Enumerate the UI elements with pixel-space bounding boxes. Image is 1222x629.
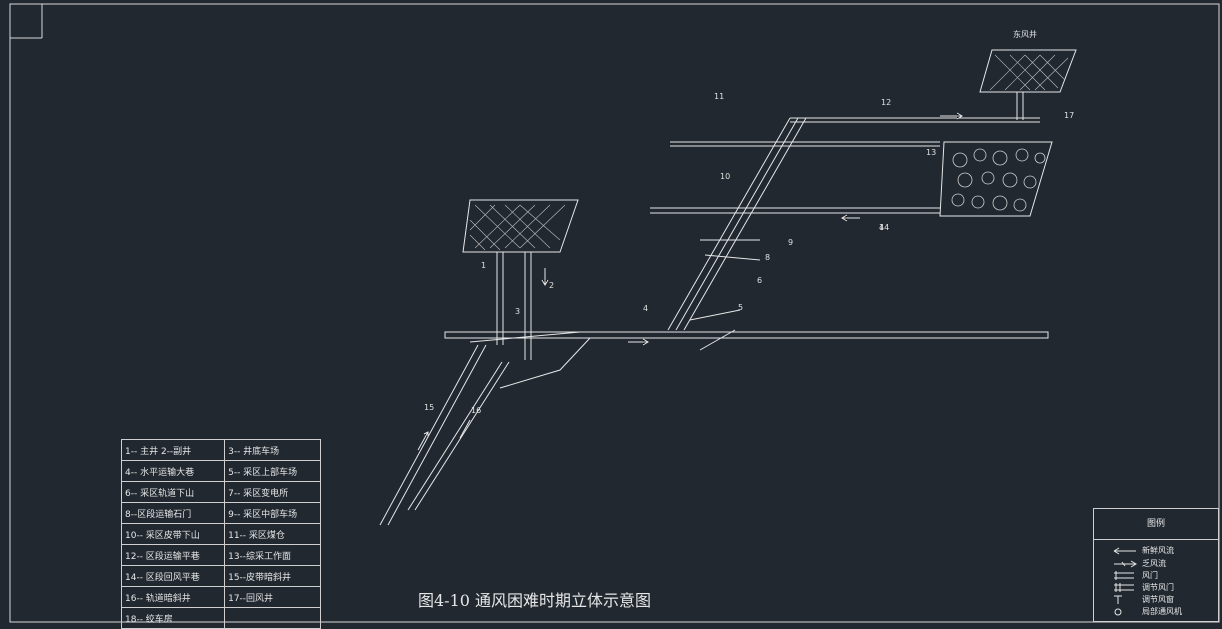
east-shaft-label: 东风井 [1013,30,1037,39]
shaft-bottom-connections [469,331,591,389]
key-row-local-fan: 局部通风机 [1094,606,1218,617]
surface-plate-main [462,199,579,253]
belt-incline [379,344,487,526]
label-17: 17 [1064,111,1075,120]
label-4b: 4 [879,223,885,232]
track-incline [407,361,510,511]
key-row-regulating-window: 调节风窗 [1094,594,1218,605]
legend-row: 18-- 绞车房 [120,607,321,629]
drawing-border [9,3,1220,623]
key-row-regulating-door: 调节风门 [1094,582,1218,593]
legend-cell: 7-- 采区变电所 [224,481,321,503]
middle-roadway [650,207,940,214]
key-row-return-air: 乏风流 [1094,558,1218,569]
legend-cell: 15--皮带暗斜井 [224,565,321,587]
surface-plate-east [979,49,1077,93]
upper-roadway [670,141,940,147]
legend-cell: 8--区段运输石门 [120,502,226,524]
legend-cell: 11-- 采区煤仓 [224,523,321,545]
label-3: 3 [515,307,521,316]
label-11: 11 [714,92,725,101]
fresh-air-arrow-icon [1113,547,1136,555]
legend-cell: 6-- 采区轨道下山 [120,481,226,503]
regulating-door-icon [1114,583,1134,592]
legend-cell: 10-- 采区皮带下山 [120,523,226,545]
label-6: 6 [757,276,763,285]
legend-cell: 14-- 区段回风平巷 [120,565,226,587]
longwall-face [939,141,1053,217]
label-10: 10 [720,172,731,181]
legend-cell: 12-- 区段运输平巷 [120,544,226,566]
flow-arrows [417,112,963,451]
legend-cell [224,607,321,629]
legend-cell: 1-- 主井 2--副井 [120,439,226,461]
label-13: 13 [926,148,937,157]
main-shaft [496,252,504,345]
label-14: 14 [879,223,890,232]
label-12: 12 [881,98,892,107]
label-1: 1 [481,261,487,270]
legend-cell: 4-- 水平运输大巷 [120,460,226,482]
air-door-icon [1114,571,1134,580]
legend-cell: 5-- 采区上部车场 [224,460,321,482]
branch-drifts [689,239,761,351]
haulage-roadway [444,331,1049,339]
legend-cell: 18-- 绞车房 [120,607,226,629]
local-fan-icon [1114,608,1122,616]
label-16: 16 [471,406,482,415]
plate-hatch [469,54,1069,251]
key-row-fresh-air: 新鲜风流 [1094,545,1218,556]
east-vent-shaft [1016,92,1024,120]
symbol-key: 图例 新鲜风流 乏风流 风门 调节风门 调节风窗 局部通风机 [1093,508,1219,622]
legend-cell: 16-- 轨道暗斜井 [120,586,226,608]
label-2: 2 [549,281,555,290]
legend-cell: 13--综采工作面 [224,544,321,566]
symbol-key-title: 图例 [1094,509,1218,540]
label-9: 9 [788,238,794,247]
return-air-arrow-icon [1114,560,1137,568]
incline-drifts [667,117,807,331]
rock-fill [951,148,1046,212]
label-8: 8 [765,253,771,262]
auxiliary-shaft [524,252,532,360]
legend-cell: 17--回风井 [224,586,321,608]
regulating-window-icon [1114,595,1122,604]
key-row-air-door: 风门 [1094,570,1218,581]
legend-cell: 9-- 采区中部车场 [224,502,321,524]
label-4: 4 [643,304,649,313]
top-roadway [790,117,1040,123]
legend-cell: 3-- 井底车场 [224,439,321,461]
figure-caption: 图4-10 通风困难时期立体示意图 [418,591,652,610]
label-15: 15 [424,403,435,412]
label-5: 5 [738,303,744,312]
